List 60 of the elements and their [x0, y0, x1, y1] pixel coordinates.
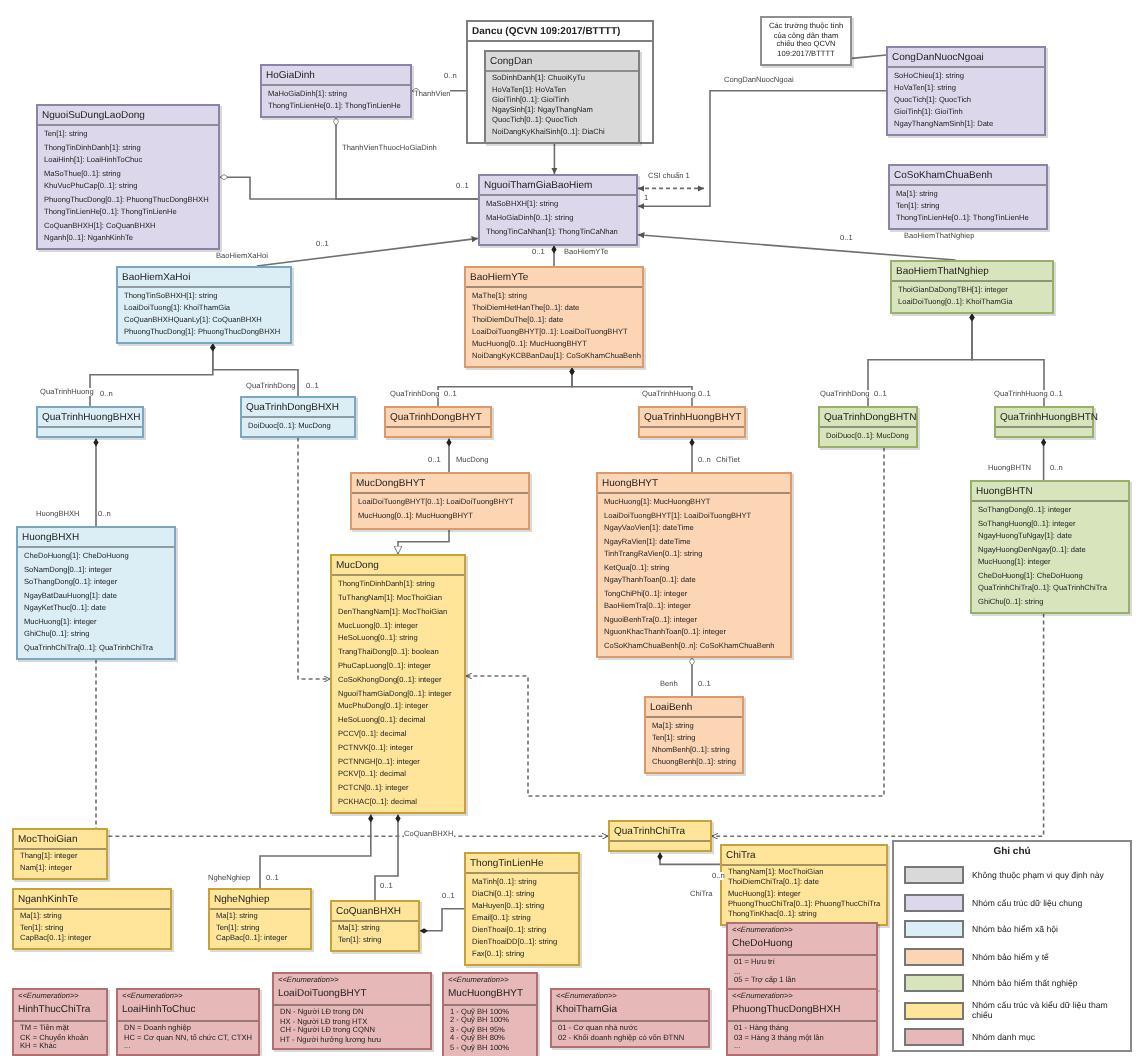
class-box: [994, 406, 1094, 439]
enumeration-box: [726, 988, 878, 1056]
connector: [374, 813, 401, 901]
class-box: [818, 406, 918, 448]
connector: [711, 612, 1045, 840]
package-frame: [466, 20, 654, 144]
class-box: [970, 480, 1130, 614]
leader-line: [851, 54, 887, 60]
class-box: [260, 64, 412, 118]
connector: [689, 437, 695, 473]
class-box: [478, 174, 638, 246]
connector: [637, 185, 705, 192]
class-box: [484, 50, 640, 144]
class-box: [464, 852, 580, 966]
enumeration-box: [726, 922, 878, 991]
enumeration-box: [442, 972, 538, 1056]
class-box: [888, 164, 1048, 230]
connector: [551, 244, 557, 267]
connector: [446, 437, 452, 473]
connector: [569, 366, 693, 407]
class-box: [36, 104, 220, 251]
connector: [689, 656, 695, 697]
class-box: [330, 900, 420, 952]
connector: [95, 658, 609, 840]
connector: [393, 528, 450, 555]
connector: [551, 143, 558, 175]
class-box: [12, 828, 108, 880]
connector: [419, 908, 465, 934]
class-box: [638, 406, 746, 439]
connector: [93, 437, 99, 527]
class-box: [330, 554, 466, 815]
connector: [259, 813, 374, 889]
class-box: [350, 472, 530, 530]
connector: [657, 851, 721, 866]
class-box: [644, 696, 744, 774]
connector: [637, 90, 887, 210]
connector: [256, 236, 479, 267]
class-box: [384, 406, 492, 439]
class-box: [36, 406, 144, 439]
connector: [465, 446, 885, 797]
class-box: [240, 396, 356, 438]
class-box: [596, 472, 792, 658]
enumeration-box: [12, 988, 108, 1056]
class-box: [464, 266, 644, 368]
class-box: [890, 260, 1054, 314]
class-box: [886, 46, 1046, 136]
enumeration-box: [272, 972, 432, 1050]
connector: [210, 342, 299, 397]
connector: [297, 436, 331, 683]
class-box: [208, 888, 312, 951]
class-box: [608, 820, 712, 853]
class-box: [12, 888, 172, 951]
connector: [333, 116, 479, 200]
enumeration-box: [550, 988, 710, 1048]
class-box: [16, 526, 176, 660]
connector: [637, 232, 957, 261]
connector: [1040, 437, 1047, 481]
enumeration-box: [116, 988, 260, 1056]
connector: [969, 312, 1045, 407]
class-box: [116, 266, 292, 344]
